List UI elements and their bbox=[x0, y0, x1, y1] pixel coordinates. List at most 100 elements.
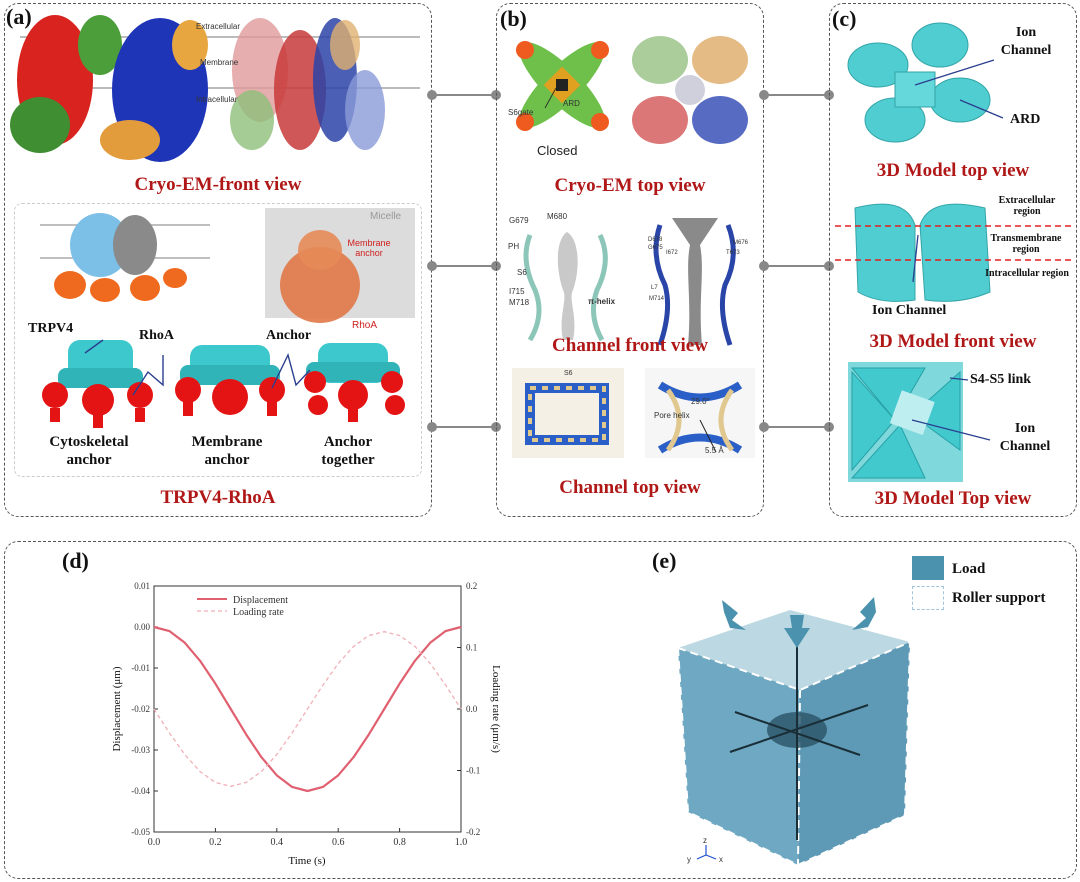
layer-membrane: Membrane bbox=[200, 58, 239, 67]
panel-a-label: (a) bbox=[6, 4, 32, 29]
panel-a bbox=[4, 3, 432, 517]
title-trpv4-rhoa: TRPV4-RhoA bbox=[160, 487, 276, 508]
ard-small-label: ARD bbox=[563, 99, 580, 108]
caption-membrane-anchor: Membrane anchor bbox=[191, 434, 263, 468]
legend-displacement: Displacement bbox=[233, 595, 288, 606]
legend-load-swatch bbox=[912, 556, 944, 580]
res-t673: T673 bbox=[726, 250, 740, 256]
panel-b-label: (b) bbox=[500, 6, 527, 31]
membrane-anchor-callout: Membrane anchor bbox=[347, 238, 391, 258]
series-displacement bbox=[153, 625, 462, 793]
title-cryo-em-top-view: Cryo-EM top view bbox=[554, 175, 706, 196]
y2-tick-label: 0.2 bbox=[466, 581, 477, 591]
legend-roller-label: Roller support bbox=[952, 590, 1046, 606]
chart-ylabel: Displacement (μm) bbox=[111, 666, 123, 751]
x-tick-label: 0.2 bbox=[209, 837, 222, 848]
trpv4-rhoa-inset bbox=[14, 203, 422, 477]
title-3d-model-front-view: 3D Model front view bbox=[869, 331, 1037, 352]
res-m718: M718 bbox=[509, 298, 530, 307]
closed-label: Closed bbox=[537, 143, 578, 158]
panel-e-label: (e) bbox=[652, 548, 677, 573]
y-tick-label: -0.05 bbox=[131, 827, 150, 837]
title-3d-model-top-view-2: 3D Model Top view bbox=[874, 488, 1032, 509]
y2-tick-label: -0.2 bbox=[466, 827, 480, 837]
y2-tick-label: 0.0 bbox=[466, 704, 478, 714]
res-m714: M714 bbox=[649, 296, 665, 302]
series-loading-rate bbox=[153, 631, 462, 787]
x-tick-label: 0.8 bbox=[393, 837, 406, 848]
ard-label: ARD bbox=[1010, 112, 1041, 127]
res-s6: S6 bbox=[517, 268, 527, 277]
res-i672: I672 bbox=[666, 250, 678, 256]
s6gate-label: S6gate bbox=[508, 108, 534, 117]
channel-front-figure bbox=[523, 218, 736, 346]
ion-channel-label-front: Ion Channel bbox=[872, 303, 947, 318]
y-tick-label: -0.04 bbox=[131, 786, 150, 796]
channel-top-figure bbox=[512, 368, 755, 458]
membrane-anchor-model bbox=[175, 345, 285, 416]
rhoa-small-label: RhoA bbox=[508, 86, 526, 93]
extracellular-region-label: Extracellular region bbox=[998, 195, 1056, 217]
chart-legend: Displacement Loading rate bbox=[197, 595, 288, 618]
x-tick-label: 0.4 bbox=[271, 837, 284, 848]
rhoa-label: RhoA bbox=[139, 328, 175, 343]
x-tick-label: 1.0 bbox=[455, 837, 468, 848]
title-channel-front-view: Channel front view bbox=[552, 335, 708, 356]
x-tick-label: 0.6 bbox=[332, 837, 345, 848]
res-g679: G679 bbox=[509, 216, 529, 225]
s4-s5-link-label: S4-S5 link bbox=[970, 372, 1032, 387]
panel-c-label: (c) bbox=[832, 6, 857, 31]
caption-cytoskeletal-anchor: Cytoskeletal anchor bbox=[49, 434, 129, 468]
rhoa-callout: RhoA bbox=[352, 320, 378, 331]
res-l7: L7 bbox=[651, 285, 658, 291]
res-i715: I715 bbox=[509, 287, 525, 296]
anchor-together-model bbox=[304, 343, 405, 422]
title-channel-top-view: Channel top view bbox=[559, 477, 701, 498]
anchor-label: Anchor bbox=[266, 328, 312, 343]
micelle-label: Micelle bbox=[370, 211, 402, 222]
title-3d-model-top-view: 3D Model top view bbox=[876, 160, 1030, 181]
anchor-models-figure bbox=[42, 339, 405, 428]
axis-y: y bbox=[687, 855, 691, 864]
res-ph: PH bbox=[508, 242, 520, 251]
axis-z: z bbox=[703, 836, 707, 845]
model-top-view-figure bbox=[847, 22, 1004, 143]
res-g675: G675 bbox=[648, 245, 663, 251]
legend-roller-swatch bbox=[912, 586, 944, 610]
layer-extracellular: Extracellular bbox=[196, 22, 241, 31]
cryo-em-front-figure bbox=[10, 15, 420, 162]
panel-de bbox=[4, 541, 1077, 879]
caption-anchor-together: Anchor together bbox=[321, 434, 375, 468]
y-tick-label: -0.03 bbox=[131, 745, 150, 755]
y2-tick-label: 0.1 bbox=[466, 643, 477, 653]
legend-load-label: Load bbox=[952, 561, 986, 577]
pore-helix-label: Pore helix bbox=[654, 411, 690, 420]
panel-b bbox=[496, 3, 764, 517]
x-tick-label: 0.0 bbox=[148, 837, 161, 848]
angle-label: 29.0° bbox=[691, 397, 710, 406]
distance-label: 5.5 Å bbox=[705, 446, 724, 455]
chart-y2label: Loading rate (μm/s) bbox=[490, 665, 502, 753]
trpv4-rhoa-cryo-figure bbox=[40, 208, 415, 323]
res-m680: M680 bbox=[547, 212, 568, 221]
intracellular-region-label: Intracellular region bbox=[985, 268, 1069, 279]
trpv4-label: TRPV4 bbox=[28, 321, 74, 336]
axis-x: x bbox=[719, 855, 723, 864]
y-tick-label: 0.00 bbox=[134, 622, 150, 632]
cytoskeletal-anchor-model bbox=[42, 340, 153, 428]
res-m676: M676 bbox=[733, 240, 749, 246]
chart-xlabel: Time (s) bbox=[288, 855, 326, 867]
transmembrane-region-label: Transmembrane region bbox=[990, 233, 1062, 255]
ion-channel-label-top2: Ion Channel bbox=[999, 421, 1051, 454]
panel-c bbox=[829, 3, 1077, 517]
legend-loading-rate: Loading rate bbox=[233, 607, 284, 618]
model-front-view-figure bbox=[835, 203, 1075, 302]
cube-left-face bbox=[678, 648, 800, 865]
y-tick-label: -0.02 bbox=[131, 704, 150, 714]
y-tick-label: 0.01 bbox=[134, 581, 150, 591]
connectors-ab bbox=[427, 90, 501, 432]
panel-d-label: (d) bbox=[62, 548, 89, 573]
model-top-view-2-figure bbox=[848, 362, 991, 482]
y2-tick-label: -0.1 bbox=[466, 766, 480, 776]
